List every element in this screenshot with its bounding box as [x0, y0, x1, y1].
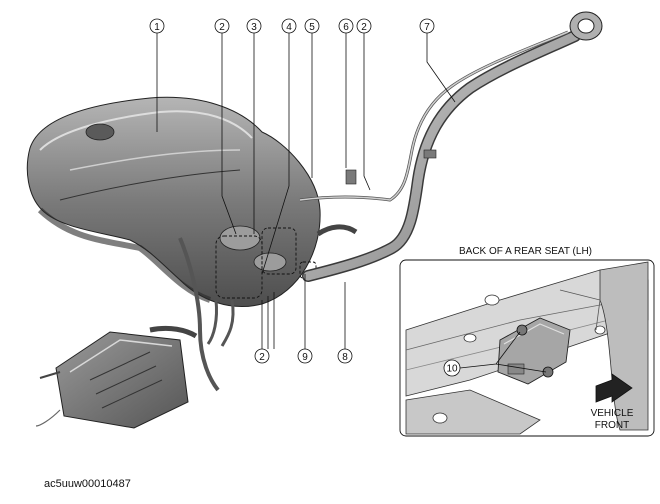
hidden-component-outlines	[215, 227, 317, 299]
callout-7: 7	[419, 18, 456, 103]
svg-text:4: 4	[286, 22, 292, 33]
svg-text:8: 8	[342, 352, 348, 363]
svg-text:10: 10	[446, 364, 458, 375]
inset-detail: BACK OF A REAR SEAT (LH) 10	[399, 246, 655, 437]
callout-5: 5	[304, 18, 320, 178]
callout-2-bottom: 2	[254, 292, 275, 364]
charcoal-canister	[35, 331, 189, 429]
callout-9: 9	[297, 274, 313, 364]
callout-2-right: 2	[356, 18, 372, 191]
callout-4: 4	[261, 18, 297, 275]
callout-2-top: 2	[214, 18, 237, 235]
svg-text:1: 1	[154, 22, 160, 33]
callout-6: 6	[338, 18, 354, 168]
figure-code: ac5uuw00010487	[44, 478, 131, 490]
callout-8: 8	[337, 282, 353, 364]
fuel-tank	[26, 96, 321, 307]
direction-label-line1: VEHICLE	[591, 408, 634, 419]
svg-text:2: 2	[361, 22, 367, 33]
svg-text:3: 3	[251, 22, 257, 33]
evaporation-lines	[149, 237, 235, 392]
direction-arrow-icon	[595, 373, 633, 403]
svg-text:5: 5	[309, 22, 315, 33]
svg-text:7: 7	[424, 22, 430, 33]
svg-text:9: 9	[302, 352, 308, 363]
callout-3: 3	[246, 18, 262, 234]
direction-label-line2: FRONT	[595, 420, 629, 431]
filler-pipe	[299, 11, 603, 282]
svg-text:2: 2	[219, 22, 225, 33]
callout-1: 1	[149, 18, 165, 132]
svg-text:6: 6	[343, 22, 349, 33]
callout-10: 10	[443, 331, 547, 377]
inset-title: BACK OF A REAR SEAT (LH)	[459, 246, 592, 257]
svg-text:2: 2	[259, 352, 265, 363]
